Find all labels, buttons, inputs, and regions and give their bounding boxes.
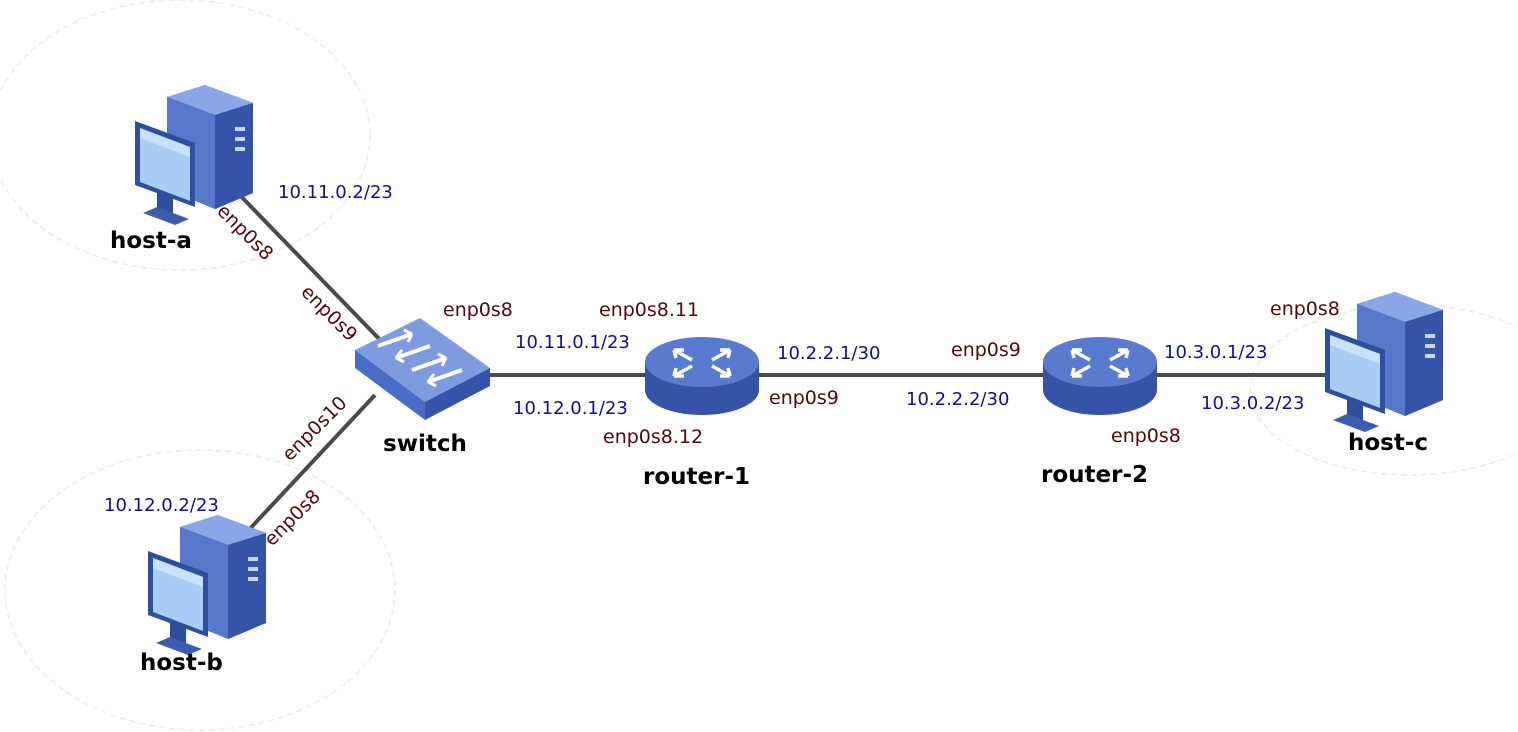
router-2-wan-ip-label: 10.2.2.2/30 [906, 389, 1009, 410]
router-1-vlan12-interface-label: enp0s8.12 [603, 426, 703, 448]
router-1-vlan12-ip-label: 10.12.0.1/23 [513, 398, 628, 419]
router-1-vlan11-ip-label: 10.11.0.1/23 [515, 332, 630, 353]
router-2-wan-interface-label: enp0s9 [951, 339, 1021, 361]
link-host-b-switch [228, 393, 377, 552]
router-1-wan-interface-label: enp0s9 [769, 387, 839, 409]
router-2-node[interactable]: router-2 [1041, 337, 1157, 488]
desktop-computer-icon [148, 515, 266, 655]
host-c-label: host-c [1348, 430, 1428, 456]
host-a-label: host-a [110, 228, 192, 254]
link-host-a-switch [228, 183, 387, 347]
host-a-zone-outline [0, 0, 371, 271]
desktop-computer-icon [135, 85, 253, 225]
router-2-lan-interface-label: enp0s8 [1111, 425, 1181, 447]
network-links [228, 183, 1345, 552]
switch-interface-to-host-b-label: enp0s10 [278, 392, 352, 466]
router-2-label: router-2 [1041, 462, 1148, 488]
router-icon [645, 337, 759, 415]
host-c-ip-label: 10.3.0.2/23 [1201, 393, 1304, 414]
host-b-zone-outline [4, 449, 396, 731]
host-a-node[interactable]: host-a [110, 85, 253, 254]
host-c-interface-label: enp0s8 [1270, 298, 1340, 320]
router-1-vlan11-interface-label: enp0s8.11 [599, 299, 699, 321]
host-b-interface-label: enp0s8 [260, 486, 325, 551]
switch-icon [355, 318, 490, 420]
switch-node[interactable]: switch [355, 318, 490, 457]
router-1-node[interactable]: router-1 [643, 337, 759, 490]
switch-interface-to-router-1-label: enp0s8 [443, 299, 513, 321]
host-c-node[interactable]: host-c [1325, 292, 1443, 456]
host-b-node[interactable]: host-b [140, 515, 266, 676]
router-1-label: router-1 [643, 464, 750, 490]
host-b-label: host-b [140, 650, 223, 676]
host-b-ip-label: 10.12.0.2/23 [104, 495, 219, 516]
router-2-lan-ip-label: 10.3.0.1/23 [1164, 342, 1267, 363]
switch-label: switch [383, 431, 467, 457]
router-icon [1043, 337, 1157, 415]
router-1-wan-ip-label: 10.2.2.1/30 [777, 343, 880, 364]
host-a-interface-label: enp0s8 [212, 200, 277, 265]
host-a-ip-label: 10.11.0.2/23 [278, 182, 393, 203]
